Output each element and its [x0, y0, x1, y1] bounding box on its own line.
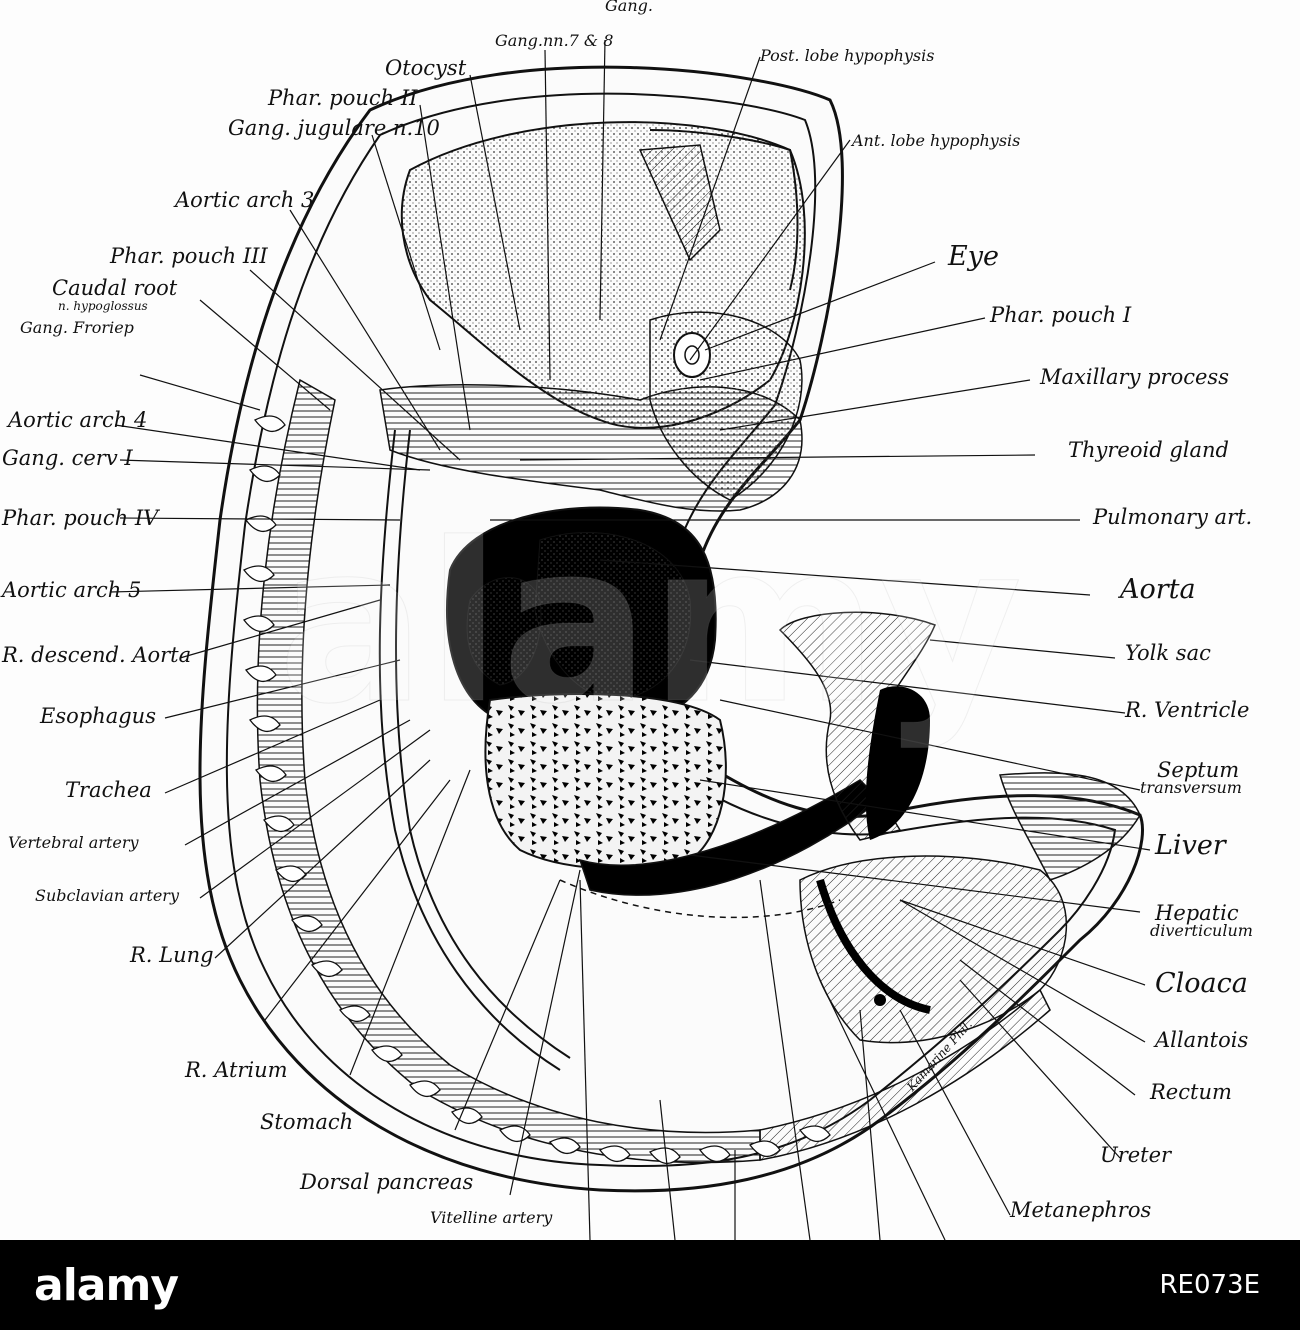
footer-bar: alamy RE073E: [0, 1240, 1300, 1330]
label-vertebral-artery: Vertebral artery: [8, 833, 139, 852]
label-aortic-arch-4: Aortic arch 4: [8, 408, 148, 432]
label-gang-nn-7-8: Gang.nn.7 & 8: [495, 31, 614, 50]
leader-lines: [109, 39, 1151, 1240]
label-r-descend-aorta: R. descend. Aorta: [2, 643, 192, 667]
label-aortic-arch-3: Aortic arch 3: [175, 188, 315, 212]
label-rectum: Rectum: [1150, 1080, 1232, 1104]
label-gang-top: Gang.: [605, 0, 653, 15]
label-maxillary-process: Maxillary process: [1040, 365, 1229, 389]
label-stomach: Stomach: [260, 1110, 354, 1134]
label-aorta: Aorta: [1120, 574, 1196, 605]
label-eye: Eye: [948, 241, 999, 272]
embryo-drawing: [109, 39, 1151, 1240]
label-cloaca: Cloaca: [1155, 968, 1248, 999]
brand-logo[interactable]: alamy: [34, 1260, 179, 1311]
label-n-hypoglossus: n. hypoglossus: [58, 299, 148, 313]
label-gang-froriep: Gang. Froriep: [20, 318, 134, 337]
label-hepatic: Hepatic: [1155, 901, 1239, 925]
somites: [243, 415, 831, 1164]
label-allantois: Allantois: [1155, 1028, 1249, 1052]
label-pulmonary-art: Pulmonary art.: [1093, 505, 1253, 529]
label-phar-pouch-3: Phar. pouch III: [110, 244, 268, 268]
label-transversum: transversum: [1140, 778, 1242, 797]
label-phar-pouch-1: Phar. pouch I: [990, 303, 1132, 327]
label-post-lobe-hypophysis: Post. lobe hypophysis: [760, 46, 935, 65]
embryo-diagram: Gang. Gang.nn.7 & 8 Otocyst Phar. pouch …: [2, 0, 1253, 1240]
label-caudal-root: Caudal root: [52, 276, 178, 300]
label-gang-jugulare: Gang. jugulare n.10: [228, 116, 440, 140]
label-r-ventricle: R. Ventricle: [1125, 698, 1250, 722]
label-yolk-sac: Yolk sac: [1125, 641, 1211, 665]
label-vitelline-artery: Vitelline artery: [430, 1208, 553, 1227]
label-trachea: Trachea: [65, 778, 152, 802]
label-subclavian-artery: Subclavian artery: [35, 886, 179, 905]
label-diverticulum: diverticulum: [1150, 921, 1253, 940]
label-phar-pouch-2: Phar. pouch II: [268, 86, 418, 110]
label-gang-cerv-1: Gang. cerv I: [2, 446, 133, 470]
label-aortic-arch-5: Aortic arch 5: [2, 578, 142, 602]
label-dorsal-pancreas: Dorsal pancreas: [300, 1170, 474, 1194]
label-otocyst: Otocyst: [385, 56, 467, 80]
label-r-lung: R. Lung: [130, 943, 214, 967]
label-liver: Liver: [1155, 830, 1226, 861]
label-esophagus: Esophagus: [40, 704, 156, 728]
label-metanephros: Metanephros: [1010, 1198, 1152, 1222]
label-phar-pouch-4: Phar. pouch IV: [2, 506, 159, 530]
label-r-atrium: R. Atrium: [185, 1058, 288, 1082]
embryo-inner-outline: [225, 92, 1117, 1168]
image-id: RE073E: [1159, 1270, 1260, 1300]
label-thyreoid-gland: Thyreoid gland: [1068, 438, 1229, 462]
liver: [484, 693, 727, 870]
label-ureter: Ureter: [1100, 1143, 1172, 1167]
label-ant-lobe-hypophysis: Ant. lobe hypophysis: [852, 131, 1021, 150]
label-septum: Septum: [1157, 758, 1240, 782]
